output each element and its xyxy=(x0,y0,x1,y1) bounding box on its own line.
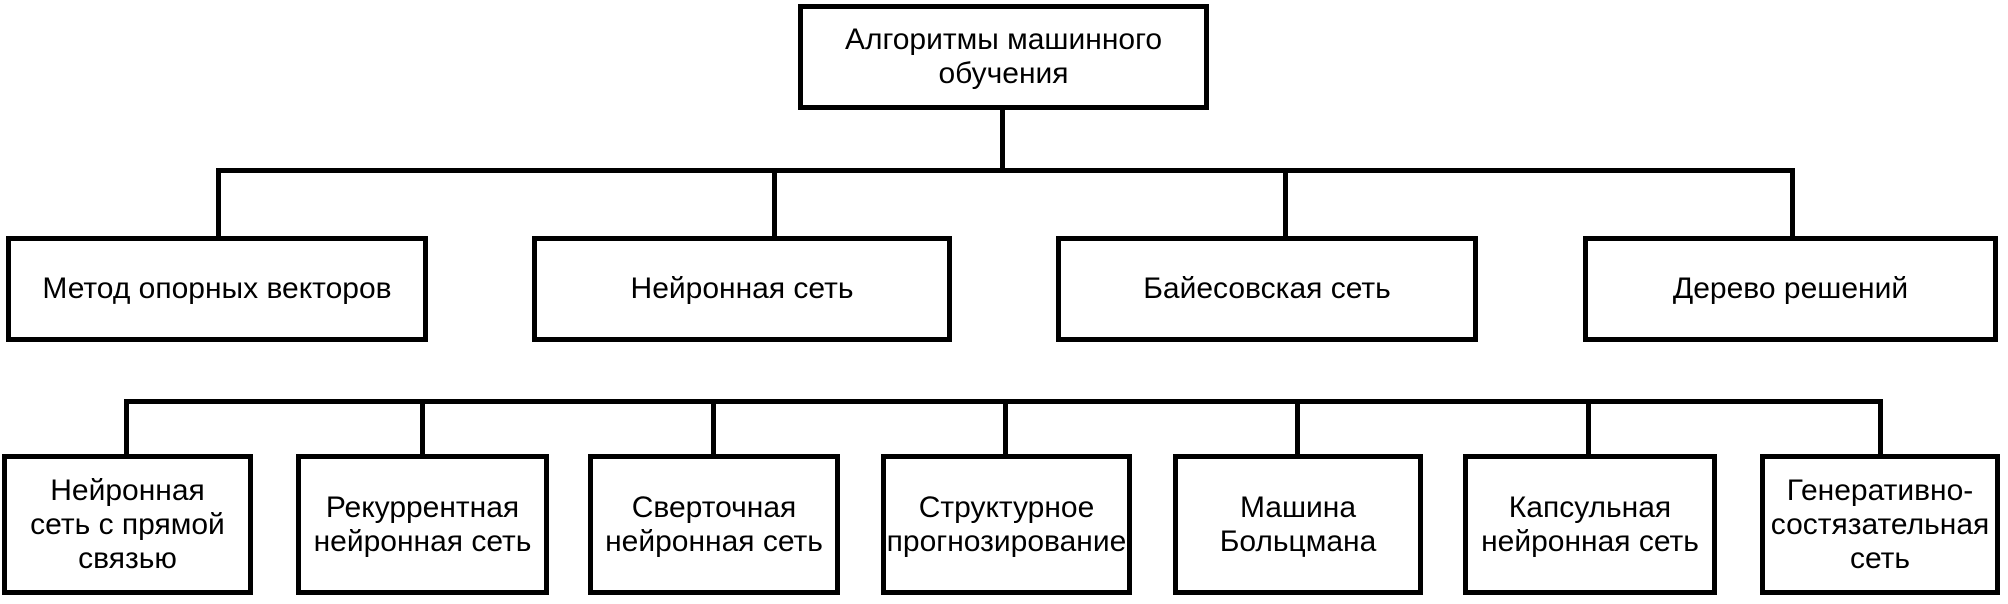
connector-drop-boltzmann-machine xyxy=(1295,399,1300,457)
connector-drop-capsule-nn xyxy=(1586,399,1591,457)
connector-drop-convolutional-nn xyxy=(711,399,716,457)
node-convolutional-nn-label: Сверточная нейронная сеть xyxy=(605,490,823,558)
node-svm: Метод опорных векторов xyxy=(6,236,428,342)
node-bayesian-network: Байесовская сеть xyxy=(1056,236,1478,342)
node-convolutional-nn: Сверточная нейронная сеть xyxy=(588,454,840,595)
node-boltzmann-machine: Машина Больцмана xyxy=(1173,454,1423,595)
connector-drop-gan xyxy=(1878,399,1883,457)
connector-drop-decision-tree xyxy=(1790,168,1795,238)
node-decision-tree-label: Дерево решений xyxy=(1672,272,1909,305)
node-feedforward-nn-label: Нейронная сеть с прямой связью xyxy=(30,473,225,575)
connector-drop-structured-prediction xyxy=(1003,399,1008,457)
node-neural-network-label: Нейронная сеть xyxy=(630,272,854,305)
connector-drop-bayesian-network xyxy=(1283,168,1288,238)
node-capsule-nn-label: Капсульная нейронная сеть xyxy=(1481,490,1699,558)
node-decision-tree: Дерево решений xyxy=(1583,236,1998,342)
node-gan-label: Генеративно- состязательная сеть xyxy=(1770,473,1990,575)
connector-level1-bus xyxy=(216,168,1795,173)
node-gan: Генеративно- состязательная сеть xyxy=(1760,454,2000,595)
node-recurrent-nn-label: Рекуррентная нейронная сеть xyxy=(313,490,532,558)
node-ml-algorithms: Алгоритмы машинного обучения xyxy=(798,4,1209,110)
node-structured-prediction: Структурное прогнозирование xyxy=(881,454,1132,595)
node-ml-algorithms-label: Алгоритмы машинного обучения xyxy=(844,23,1163,90)
node-neural-network: Нейронная сеть xyxy=(532,236,952,342)
node-structured-prediction-label: Структурное прогнозирование xyxy=(886,490,1127,558)
node-boltzmann-machine-label: Машина Больцмана xyxy=(1219,490,1377,558)
node-recurrent-nn: Рекуррентная нейронная сеть xyxy=(296,454,549,595)
node-feedforward-nn: Нейронная сеть с прямой связью xyxy=(2,454,253,595)
node-capsule-nn: Капсульная нейронная сеть xyxy=(1463,454,1717,595)
connector-drop-svm xyxy=(216,168,221,238)
node-svm-label: Метод опорных векторов xyxy=(42,272,392,305)
connector-drop-recurrent-nn xyxy=(420,399,425,457)
connector-drop-feedforward-nn xyxy=(124,399,129,457)
node-bayesian-network-label: Байесовская сеть xyxy=(1143,272,1391,305)
connector-drop-neural-network xyxy=(772,168,777,238)
connector-root-riser xyxy=(1000,108,1005,172)
